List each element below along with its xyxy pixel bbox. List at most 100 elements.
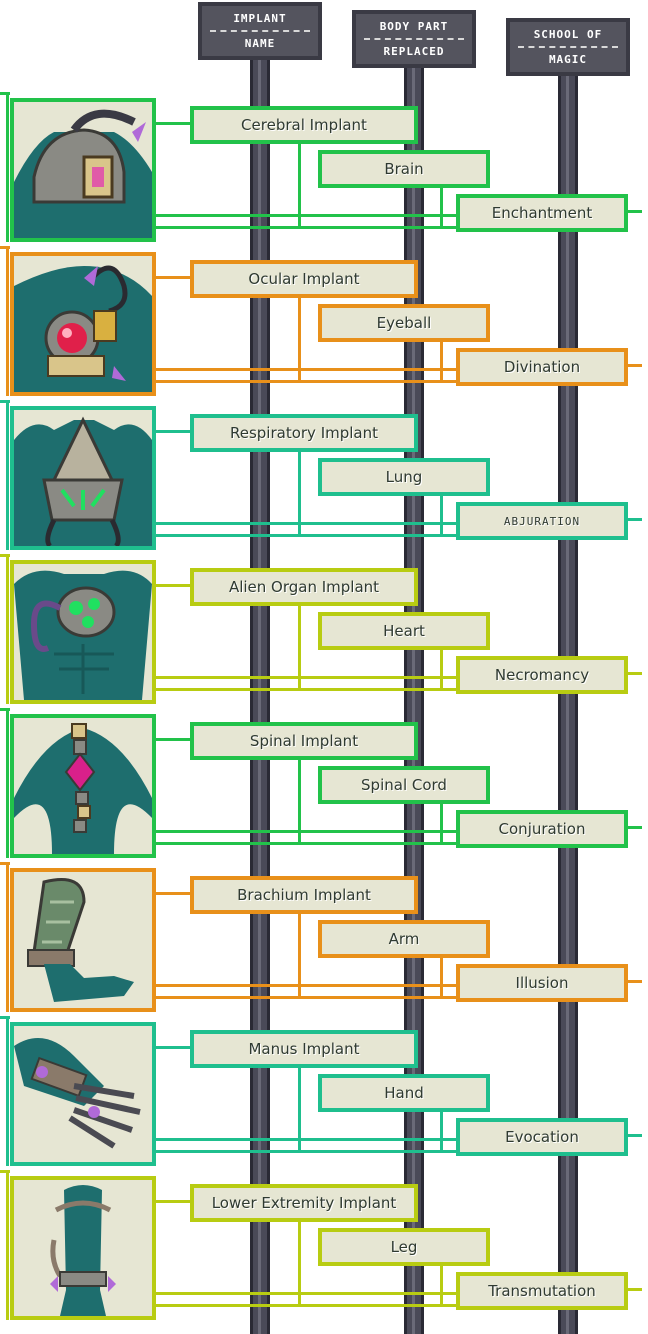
body-part-label: Spinal Cord [318,766,490,804]
connector-line [156,584,190,587]
ocular-implant-icon [44,265,128,381]
header-line: REPLACED [383,45,445,58]
connector-line [440,804,443,844]
connector-line [6,708,9,858]
connector-line [156,1304,456,1307]
school-label: Conjuration [456,810,628,848]
connector-line [440,342,443,382]
body-part-label: Lung [318,458,490,496]
implant-row: Brachium Implant Arm Illusion [0,862,648,1018]
header-school-of-magic: SCHOOL OF MAGIC [506,18,630,76]
school-label: Necromancy [456,656,628,694]
implant-name-label: Cerebral Implant [190,106,418,144]
portrait [10,714,156,858]
connector-line [156,738,190,741]
cerebral-implant-icon [32,109,146,204]
connector-line [6,92,9,242]
connector-line [440,1112,443,1152]
connector-line [298,914,301,998]
implant-row: Respiratory Implant Lung ABJURATION [0,400,648,556]
connector-line [156,830,456,833]
lower-extremity-implant-icon [50,1185,116,1316]
connector-line [156,688,456,691]
school-label: ABJURATION [456,502,628,540]
brachium-implant-icon [27,878,134,1002]
connector-line [156,676,456,679]
school-label: Transmutation [456,1272,628,1310]
connector-line [0,92,10,95]
connector-line [628,980,642,983]
implant-row: Cerebral Implant Brain Enchantment [0,92,648,248]
connector-line [156,1292,456,1295]
connector-line [6,400,9,550]
connector-line [628,364,642,367]
connector-line [156,214,456,217]
implant-name-label: Spinal Implant [190,722,418,760]
connector-line [628,1134,642,1137]
portrait [10,560,156,704]
connector-line [156,996,456,999]
header-line: NAME [244,37,276,50]
implant-name-label: Lower Extremity Implant [190,1184,418,1222]
connector-line [156,522,456,525]
header-divider [364,38,464,40]
portrait [10,98,156,242]
implant-row: Ocular Implant Eyeball Divination [0,246,648,402]
spinal-implant-icon [64,723,96,833]
body-part-label: Arm [318,920,490,958]
implant-name-label: Ocular Implant [190,260,418,298]
connector-line [628,1288,642,1291]
implant-name-label: Respiratory Implant [190,414,418,452]
school-label: Divination [456,348,628,386]
connector-line [156,1200,190,1203]
connector-line [628,518,642,521]
header-line: IMPLANT [233,12,287,25]
connector-line [298,1068,301,1152]
body-part-label: Heart [318,612,490,650]
connector-line [0,554,10,557]
connector-line [156,842,456,845]
connector-line [156,1046,190,1049]
header-body-part: BODY PART REPLACED [352,10,476,68]
portrait [10,252,156,396]
connector-line [298,298,301,382]
connector-line [0,1170,10,1173]
connector-line [298,144,301,228]
connector-line [298,760,301,844]
connector-line [628,826,642,829]
portrait [10,868,156,1012]
implant-row: Spinal Implant Spinal Cord Conjuration [0,708,648,864]
connector-line [156,226,456,229]
portrait [10,1176,156,1320]
connector-line [298,606,301,690]
connector-line [298,1222,301,1306]
connector-line [0,1016,10,1019]
header-line: SCHOOL OF [533,28,603,41]
connector-line [6,554,9,704]
implant-row: Manus Implant Hand Evocation [0,1016,648,1172]
connector-line [156,430,190,433]
school-label: Enchantment [456,194,628,232]
connector-line [6,246,9,396]
implant-row: Lower Extremity Implant Leg Transmutatio… [0,1170,648,1326]
connector-line [440,496,443,536]
connector-line [156,534,456,537]
respiratory-implant-icon [42,416,124,546]
connector-line [0,862,10,865]
connector-line [6,1170,9,1320]
portrait [10,406,156,550]
implant-name-label: Brachium Implant [190,876,418,914]
header-divider [210,30,310,32]
header-implant-name: IMPLANT NAME [198,2,322,60]
connector-line [628,672,642,675]
connector-line [6,1016,9,1166]
alien-organ-implant-icon [30,586,116,652]
connector-line [0,708,10,711]
connector-line [440,1266,443,1306]
connector-line [628,210,642,213]
connector-line [156,276,190,279]
body-part-label: Eyeball [318,304,490,342]
connector-line [440,188,443,228]
connector-line [156,984,456,987]
connector-line [156,380,456,383]
